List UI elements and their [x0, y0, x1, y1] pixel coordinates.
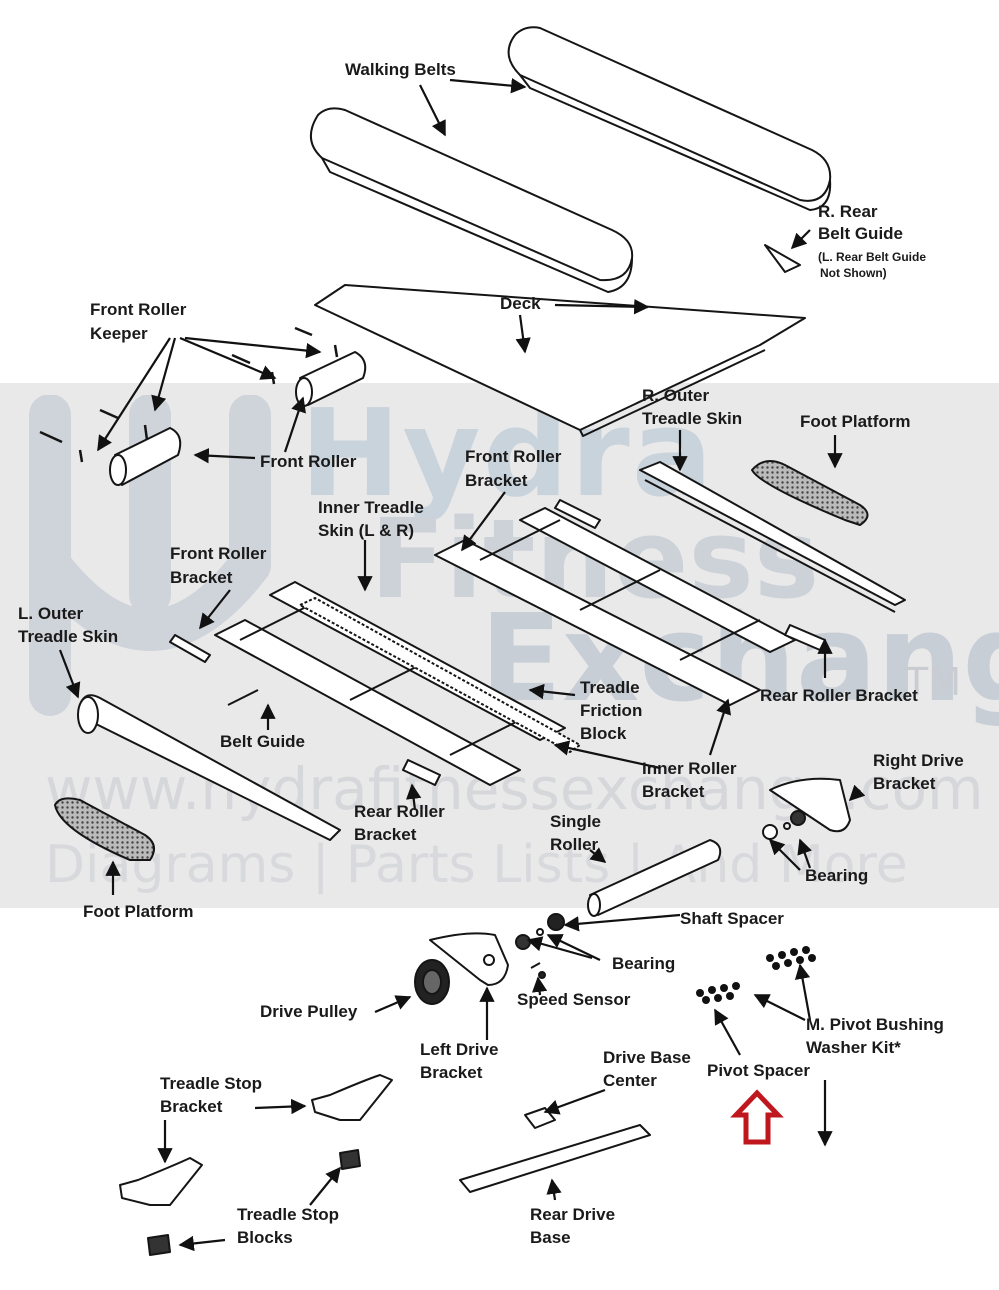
walking-belt-right	[507, 26, 832, 211]
label-foot-platform-right: Foot Platform	[800, 412, 911, 431]
pivot-bushing-washers	[696, 946, 816, 1004]
highlight-arrow-icon	[730, 1089, 784, 1145]
label-inner-roller-bracket-line1: Inner Roller	[642, 759, 737, 778]
treadle-stop-block-1	[339, 1149, 361, 1170]
label-walking-belts: Walking Belts	[345, 60, 456, 79]
label-m-pivot-bushing-line1: M. Pivot Bushing	[806, 1015, 944, 1034]
label-bearing-center: Bearing	[612, 954, 676, 973]
rear-drive-base	[459, 1124, 651, 1193]
label-inner-roller-bracket-line2: Bracket	[642, 782, 705, 801]
inner-treadle-skin	[299, 597, 581, 753]
label-l-outer-treadle-skin-line1: L. Outer	[18, 604, 84, 623]
label-front-roller: Front Roller	[260, 452, 357, 471]
label-inner-treadle-skin-line2: Skin (L & R)	[318, 521, 415, 540]
right-drive-bracket	[769, 777, 851, 833]
label-treadle-stop-blocks-line1: Treadle Stop	[237, 1205, 340, 1224]
walking-belt-left	[310, 107, 634, 293]
label-treadle-friction-block-line1: Treadle	[580, 678, 640, 697]
treadle-frame-left	[214, 581, 566, 786]
front-roller-left	[109, 427, 182, 486]
label-treadle-friction-block-line3: Block	[580, 724, 627, 743]
rear-belt-guide	[764, 244, 801, 273]
label-r-outer-treadle-skin-line1: R. Outer	[642, 386, 710, 405]
label-drive-base-center-line1: Drive Base	[603, 1048, 691, 1067]
label-rear-drive-base-line2: Base	[530, 1228, 571, 1247]
label-r-rear-note-line2: Not Shown)	[820, 266, 887, 280]
deck	[314, 284, 806, 431]
label-treadle-stop-bracket-line1: Treadle Stop	[160, 1074, 263, 1093]
label-drive-base-center-line2: Center	[603, 1071, 657, 1090]
l-outer-treadle-skin	[77, 694, 341, 841]
label-left-drive-bracket-line2: Bracket	[420, 1063, 483, 1082]
label-deck: Deck	[500, 294, 541, 313]
label-bearing-right: Bearing	[805, 866, 869, 885]
label-treadle-friction-block-line2: Friction	[580, 701, 643, 720]
label-r-rear-note-line1: (L. Rear Belt Guide	[818, 250, 927, 264]
label-single-roller-line2: Roller	[550, 835, 599, 854]
label-right-drive-bracket-line2: Bracket	[873, 774, 936, 793]
label-right-drive-bracket-line1: Right Drive	[873, 751, 964, 770]
label-treadle-stop-bracket-line2: Bracket	[160, 1097, 223, 1116]
foot-platform-right	[751, 460, 869, 526]
label-front-roller-bracket-right-line1: Front Roller	[465, 447, 562, 466]
treadle-stop-block-2	[147, 1234, 171, 1256]
label-front-roller-keeper-line1: Front Roller	[90, 300, 187, 319]
label-m-pivot-bushing-line2: Washer Kit*	[806, 1038, 901, 1057]
label-drive-pulley: Drive Pulley	[260, 1002, 358, 1021]
label-r-rear-belt-guide-line1: R. Rear	[818, 202, 878, 221]
watermark-trademark: TM	[905, 660, 961, 704]
label-front-roller-bracket-right-line2: Bracket	[465, 471, 528, 490]
label-r-rear-belt-guide-line2: Belt Guide	[818, 224, 904, 243]
label-front-roller-bracket-left-line1: Front Roller	[170, 544, 267, 563]
label-belt-guide: Belt Guide	[220, 732, 306, 751]
label-left-drive-bracket-line1: Left Drive	[420, 1040, 499, 1059]
label-speed-sensor: Speed Sensor	[517, 990, 631, 1009]
label-pivot-spacer: Pivot Spacer	[707, 1061, 810, 1080]
watermark-tagline: Diagrams | Parts Lists | And More	[45, 835, 908, 895]
treadle-stop-bracket-lower	[119, 1157, 203, 1206]
drive-pulley	[414, 959, 450, 1005]
label-rear-drive-base-line1: Rear Drive	[530, 1205, 616, 1224]
label-single-roller-line1: Single	[550, 812, 602, 831]
label-l-outer-treadle-skin-line2: Treadle Skin	[18, 627, 119, 646]
label-shaft-spacer: Shaft Spacer	[680, 909, 784, 928]
single-roller	[587, 839, 722, 917]
label-front-roller-keeper-line2: Keeper	[90, 324, 148, 343]
front-roller-right	[295, 351, 367, 407]
label-rear-roller-bracket-left-line1: Rear Roller	[354, 802, 445, 821]
r-outer-treadle-skin	[639, 461, 906, 613]
left-drive-bracket	[429, 932, 509, 986]
treadle-stop-bracket-upper	[311, 1074, 393, 1121]
label-treadle-stop-blocks-line2: Blocks	[237, 1228, 293, 1247]
label-front-roller-bracket-left-line2: Bracket	[170, 568, 233, 587]
label-inner-treadle-skin-line1: Inner Treadle	[318, 498, 424, 517]
foot-platform-left	[54, 797, 155, 861]
label-rear-roller-bracket-right: Rear Roller Bracket	[760, 686, 918, 705]
label-foot-platform-left: Foot Platform	[83, 902, 194, 921]
label-r-outer-treadle-skin-line2: Treadle Skin	[642, 409, 743, 428]
label-rear-roller-bracket-left-line2: Bracket	[354, 825, 417, 844]
